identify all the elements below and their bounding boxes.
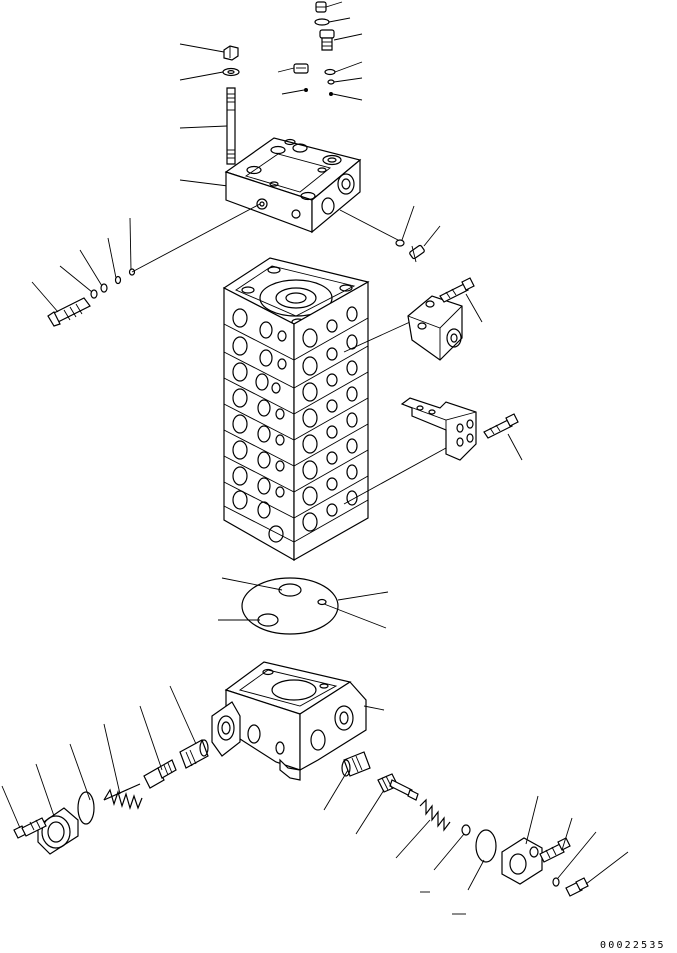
- leader-lines-top: [278, 2, 362, 100]
- right-spool-parts: [324, 752, 628, 914]
- tie-bolt-assembly: [180, 44, 239, 186]
- left-spool-parts: [2, 686, 208, 854]
- valve-cover-icon: [132, 138, 398, 272]
- inlet-housing-icon: [212, 662, 384, 780]
- valve-bracket-lower: [402, 398, 522, 460]
- left-face-ports: [233, 309, 286, 542]
- valve-bracket-upper: [408, 278, 482, 360]
- left-plug-assembly: [32, 218, 135, 326]
- right-face-ports: [303, 307, 357, 531]
- drawing-number: 00022535: [600, 940, 666, 951]
- gasket-icon: [218, 578, 388, 634]
- top-relief-fittings: [294, 2, 335, 96]
- valve-block-icon: [224, 258, 446, 560]
- side-bolt-right: [396, 206, 440, 262]
